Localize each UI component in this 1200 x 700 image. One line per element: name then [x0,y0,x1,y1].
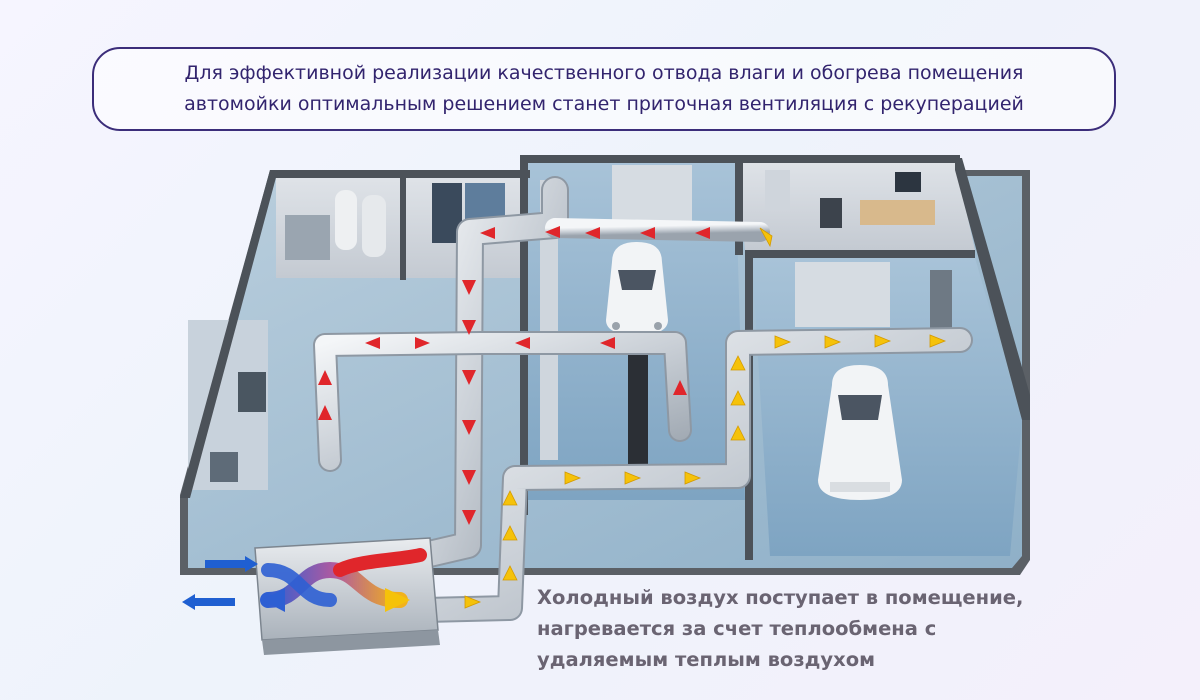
office-room [737,160,975,250]
heat-recovery-unit-icon [254,537,440,655]
caption-line-3: удаляемым теплым воздухом [537,648,876,671]
car-icon-2 [818,365,902,500]
headline-line-1: Для эффективной реализации качественного… [184,62,1024,84]
outside-air-arrows [182,556,258,610]
fresh-air-arrows [464,227,947,609]
car-wash-ventilation-diagram [180,155,1030,655]
caption-line-1: Холодный воздух поступает в помещение, [537,586,1024,609]
caption-line-2: нагревается за счет теплообмена с [537,617,937,640]
caption: Холодный воздух поступает в помещение, н… [537,582,1097,675]
warm-air-arrows [318,226,710,525]
car-icon [606,242,668,335]
wash-bay-2 [752,258,1022,556]
headline-line-2: автомойки оптимальным решением станет пр… [184,93,1024,115]
headline-box: Для эффективной реализации качественного… [92,47,1116,131]
